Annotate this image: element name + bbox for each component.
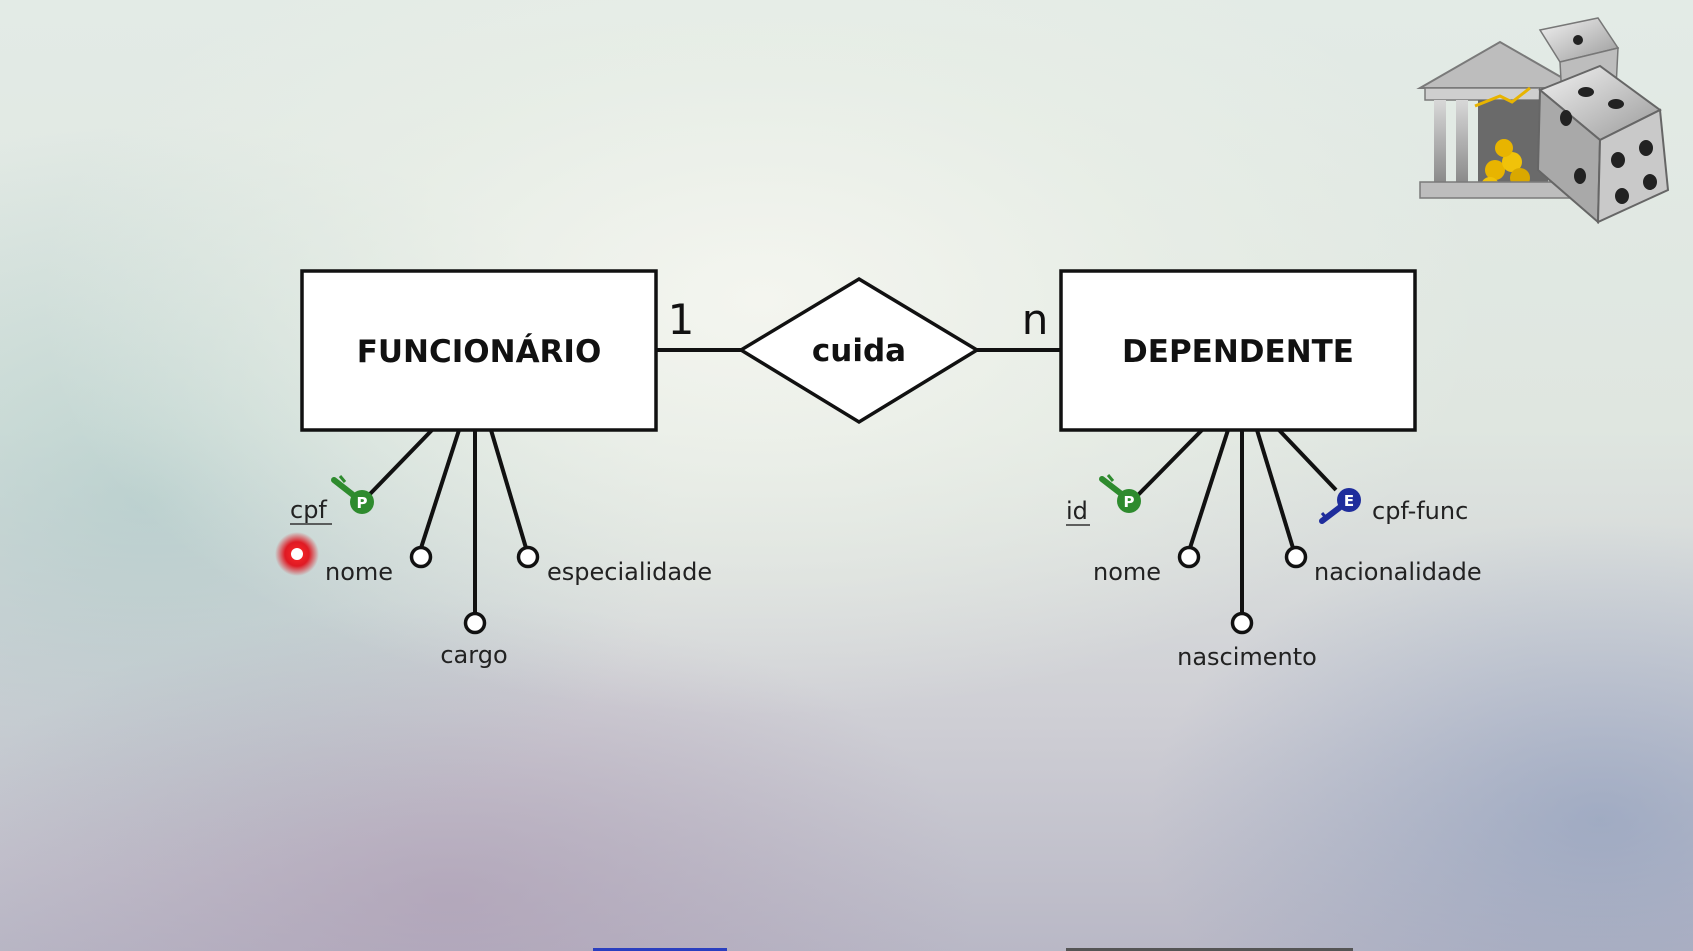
svg-text:P: P bbox=[1124, 493, 1135, 511]
attr-node-especialidade bbox=[516, 545, 540, 569]
relationship-label: cuida bbox=[812, 333, 906, 369]
attr-line-cpf-func bbox=[1277, 428, 1338, 492]
attr-line-nome bbox=[419, 429, 461, 549]
attr-node-nacionalidade bbox=[1284, 545, 1308, 569]
attr-line-id bbox=[1136, 428, 1204, 497]
attr-cpf-func-label: cpf-func bbox=[1372, 497, 1468, 525]
svg-text:E: E bbox=[1344, 492, 1354, 510]
attr-nome-label: nome bbox=[325, 558, 393, 586]
attr-nascimento-label: nascimento bbox=[1177, 643, 1317, 671]
attributes-dependente: P id nome nascimento nacionalidade E cpf… bbox=[1066, 428, 1482, 671]
foreign-key-icon: E bbox=[1319, 488, 1361, 524]
attr-cargo-label: cargo bbox=[440, 641, 507, 669]
bottom-bar-right bbox=[1066, 948, 1353, 951]
entity-funcionario: FUNCIONÁRIO bbox=[300, 269, 658, 432]
bottom-bar-left bbox=[593, 948, 727, 951]
entity-dependente-label: DEPENDENTE bbox=[1122, 334, 1354, 370]
entity-funcionario-label: FUNCIONÁRIO bbox=[357, 334, 602, 370]
relationship-cuida: cuida bbox=[737, 276, 981, 425]
attr-nome-label: nome bbox=[1093, 558, 1161, 586]
attr-cpf-label: cpf bbox=[290, 496, 327, 524]
recording-pointer-icon bbox=[275, 532, 319, 576]
attr-nacionalidade-label: nacionalidade bbox=[1314, 558, 1482, 586]
attr-line-cpf bbox=[367, 428, 434, 497]
attr-node-nascimento bbox=[1230, 611, 1254, 635]
attr-id-label: id bbox=[1066, 497, 1088, 525]
primary-key-icon: P bbox=[1099, 474, 1141, 513]
attr-node-nome bbox=[1177, 545, 1201, 569]
attr-line-nome bbox=[1188, 429, 1230, 549]
attr-line-especialidade bbox=[489, 429, 528, 549]
attr-node-nome bbox=[409, 545, 433, 569]
entity-dependente: DEPENDENTE bbox=[1059, 269, 1417, 432]
attr-node-cargo bbox=[463, 611, 487, 635]
primary-key-icon: P bbox=[331, 475, 374, 514]
attr-line-nacionalidade bbox=[1255, 429, 1295, 549]
attributes-funcionario: P cpf nome cargo especialidade bbox=[290, 428, 712, 669]
svg-text:P: P bbox=[357, 494, 368, 512]
bank-dice-logo-icon bbox=[1416, 17, 1670, 225]
attr-especialidade-label: especialidade bbox=[547, 558, 712, 586]
cardinality-right: n bbox=[1022, 295, 1049, 344]
cardinality-left: 1 bbox=[668, 295, 695, 344]
